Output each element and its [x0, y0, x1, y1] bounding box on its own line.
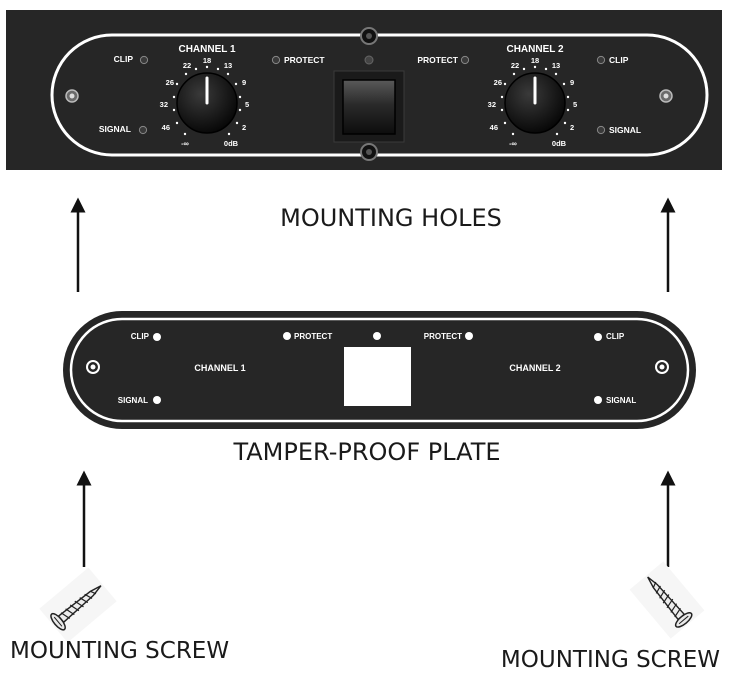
ch2-mark-2: 2 [570, 123, 574, 132]
ch2-mark-13: 13 [552, 61, 560, 70]
ch2-mark-22: 22 [511, 61, 519, 70]
mounting-hole-left-center [69, 93, 75, 99]
panel-outline [50, 33, 709, 157]
plate-ch1-title: CHANNEL 1 [194, 363, 245, 373]
plate-ch2-signal-window [594, 396, 602, 404]
ch2-protect-label: PROTECT [417, 55, 458, 65]
plate-ch1-protect-window [283, 332, 291, 340]
power-led [364, 55, 374, 65]
ch1-mark-5: 5 [245, 100, 249, 109]
tamper-proof-plate: CLIP SIGNAL PROTECT CHANNEL 1 PROTECT CL… [63, 311, 696, 429]
ch1-mark-46: 46 [162, 123, 170, 132]
ch2-mark-0db: 0dB [552, 139, 567, 148]
plate-ch1-clip-label: CLIP [131, 332, 150, 341]
ch1-mark-13: 13 [224, 61, 232, 70]
ch2-title: CHANNEL 2 [506, 44, 563, 55]
ch1-mark-22: 22 [183, 61, 191, 70]
ch1-clip-label: CLIP [114, 54, 134, 64]
ch2-clip-label: CLIP [609, 55, 629, 65]
caption-screw-right: MOUNTING SCREW [501, 647, 720, 673]
ch2-gain-dial[interactable]: -∞ 46 32 26 22 18 13 9 5 2 0dB [488, 56, 578, 148]
plate-ch2-protect-label: PROTECT [424, 332, 462, 341]
ch2-signal-label: SIGNAL [609, 125, 641, 135]
ch2-mark-26: 26 [494, 78, 502, 87]
ch2-protect-led [460, 55, 470, 65]
ch1-mark-18: 18 [203, 56, 211, 65]
ch1-signal-led [138, 125, 148, 135]
plate-outline [69, 317, 690, 423]
ch1-gain-dial[interactable]: -∞ 46 32 26 22 18 13 9 5 2 0dB [160, 56, 250, 148]
caption-mounting-holes: MOUNTING HOLES [280, 204, 502, 232]
ch1-dial-dots [172, 65, 242, 136]
ch1-mark-inf: -∞ [181, 139, 189, 148]
plate-ch2-title: CHANNEL 2 [509, 363, 560, 373]
power-switch-rocker[interactable] [342, 79, 396, 135]
ch2-clip-led [596, 55, 606, 65]
ch1-signal-label: SIGNAL [99, 124, 131, 134]
screw-right-icon [629, 561, 705, 639]
plate-ch1-protect-label: PROTECT [294, 332, 332, 341]
ch1-mark-26: 26 [166, 78, 174, 87]
plate-power-led-window [373, 332, 381, 340]
ch1-mark-0db: 0dB [224, 139, 239, 148]
ch1-mark-9: 9 [242, 78, 246, 87]
plate-ch1-clip-window [153, 333, 161, 341]
ch2-mark-9: 9 [570, 78, 574, 87]
caption-screw-left: MOUNTING SCREW [10, 638, 229, 664]
mounting-hole-right-center [663, 93, 669, 99]
amplifier-front-panel: CLIP SIGNAL PROTECT CHANNEL 1 -∞ 46 32 2… [6, 10, 722, 170]
plate-ch2-signal-label: SIGNAL [606, 396, 636, 405]
ch1-mark-2: 2 [242, 123, 246, 132]
screw-left-icon [39, 567, 117, 643]
ch2-mark-5: 5 [573, 100, 577, 109]
ch1-clip-led [139, 55, 149, 65]
ch2-mark-32: 32 [488, 100, 496, 109]
ch1-title: CHANNEL 1 [178, 44, 235, 55]
ch1-mark-32: 32 [160, 100, 168, 109]
plate-ch2-protect-window [465, 332, 473, 340]
ch1-protect-led [271, 55, 281, 65]
plate-ch1-signal-window [153, 396, 161, 404]
ch2-mark-18: 18 [531, 56, 539, 65]
ch2-signal-led [596, 125, 606, 135]
ch2-mark-46: 46 [490, 123, 498, 132]
plate-switch-cutout [344, 347, 411, 406]
ch2-mark-inf: -∞ [509, 139, 517, 148]
ch2-dial-dots [500, 65, 570, 136]
ch1-protect-label: PROTECT [284, 55, 325, 65]
plate-ch2-clip-label: CLIP [606, 332, 625, 341]
plate-ch2-clip-window [594, 333, 602, 341]
plate-ch1-signal-label: SIGNAL [118, 396, 148, 405]
caption-tamper-plate: TAMPER-PROOF PLATE [232, 438, 500, 466]
